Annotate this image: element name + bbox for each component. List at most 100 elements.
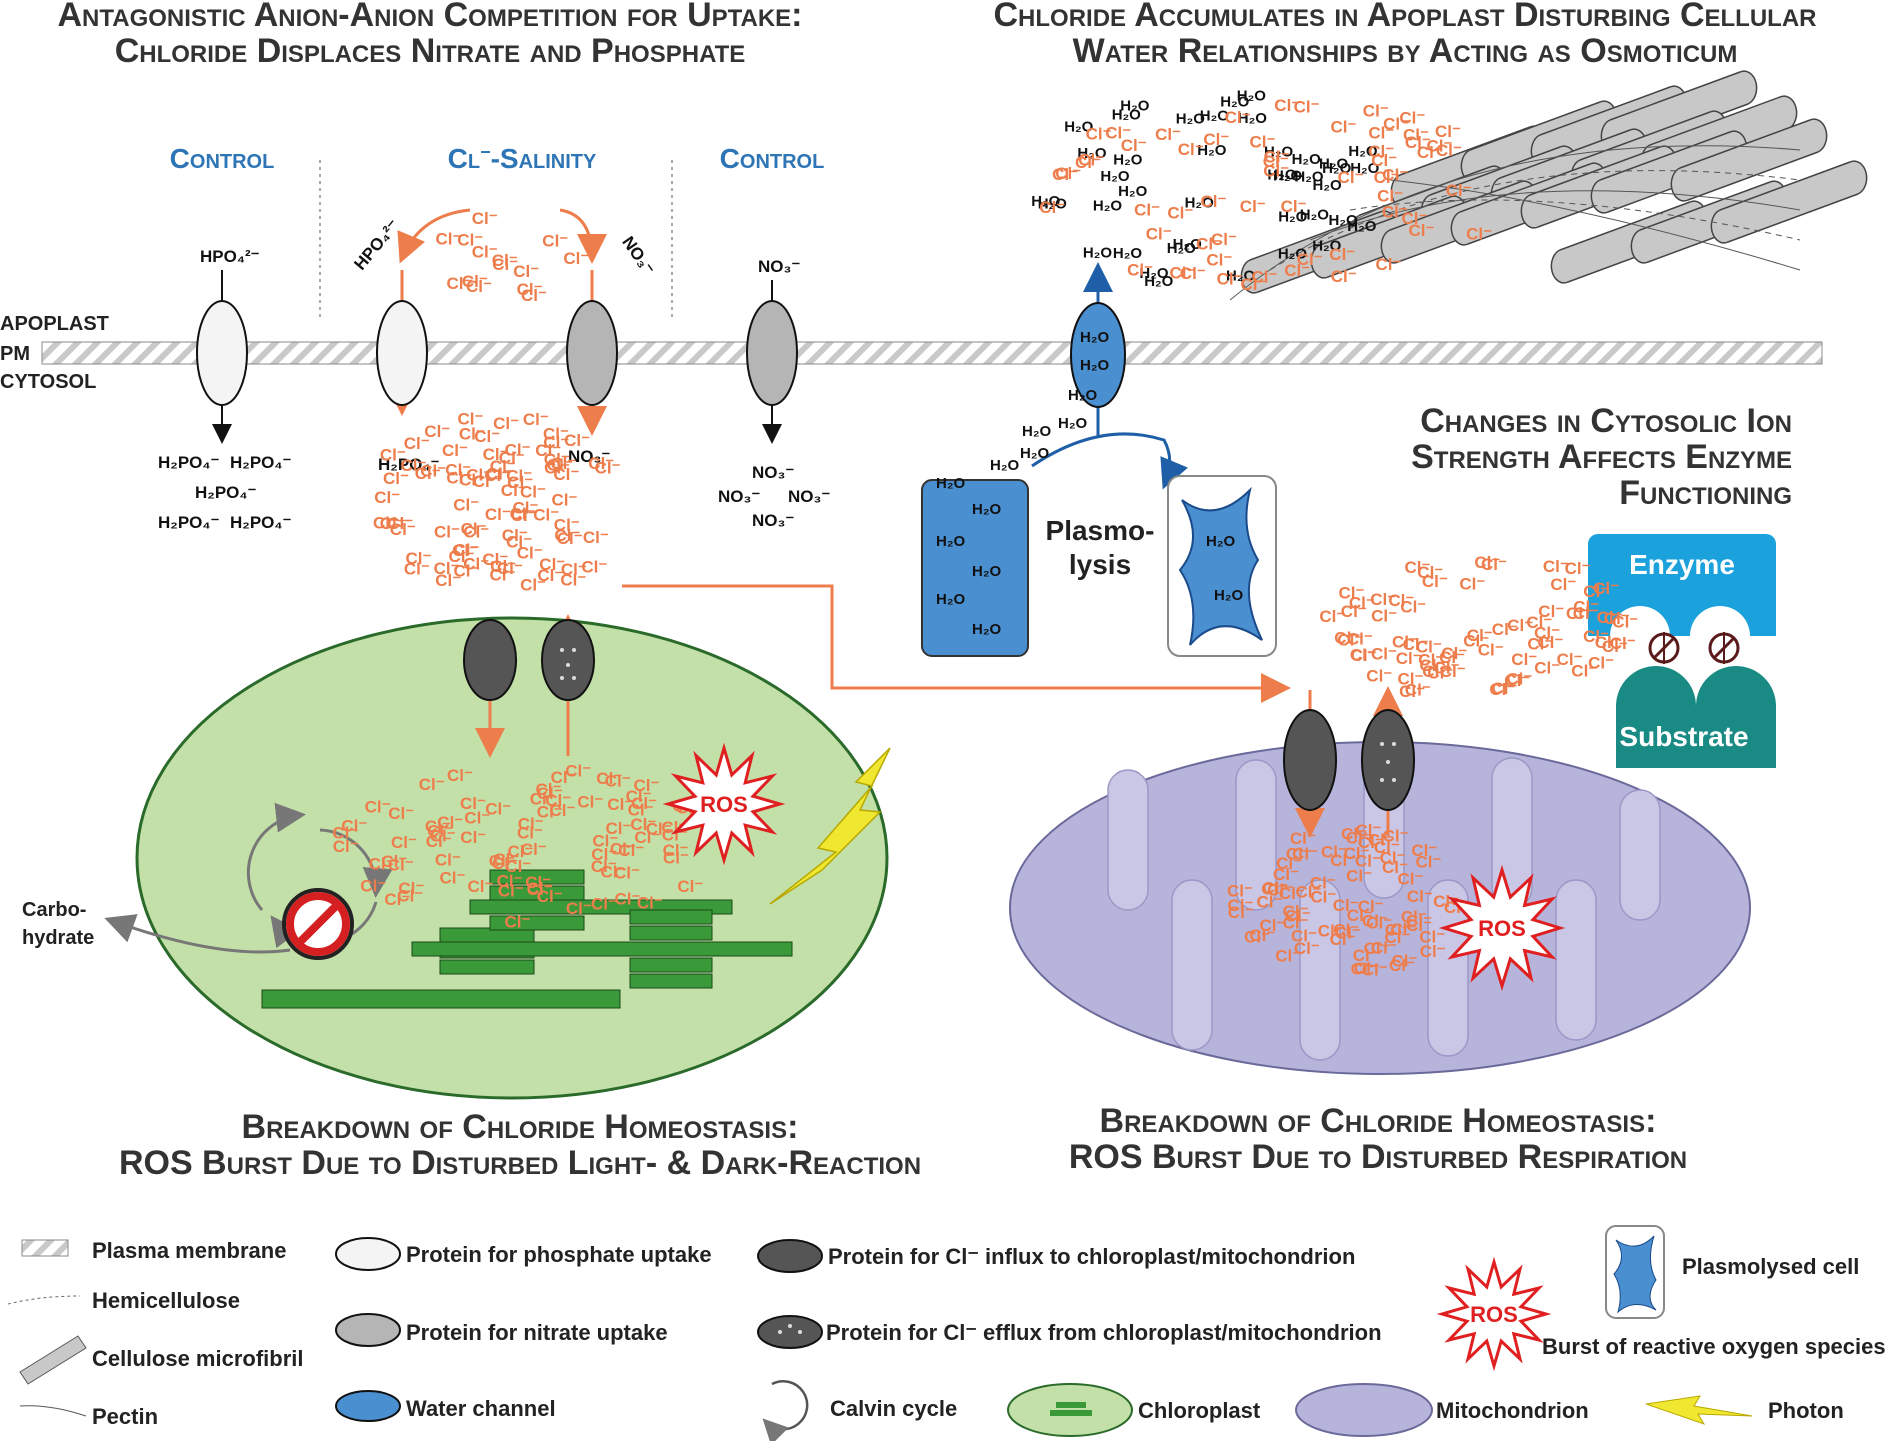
condition-control-right: Control <box>720 143 825 174</box>
chloride-ion: Cl⁻ <box>1321 843 1347 862</box>
chloride-ion: Cl⁻ <box>452 541 478 560</box>
chloride-ion: Cl⁻ <box>1291 927 1317 946</box>
svg-text:H₂O: H₂O <box>990 457 1019 474</box>
chloride-ion: Cl⁻ <box>1263 161 1289 180</box>
chloride-ion: Cl⁻ <box>631 794 657 813</box>
chloride-ion: Cl⁻ <box>1228 896 1254 915</box>
chloride-ion: Cl⁻ <box>1534 658 1560 677</box>
chloride-ion: Cl⁻ <box>1337 631 1363 650</box>
chloride-ion: Cl⁻ <box>1406 916 1432 935</box>
chloride-ion: Cl⁻ <box>1427 136 1453 155</box>
chloride-ion: Cl⁻ <box>505 913 531 932</box>
chloride-ion: Cl⁻ <box>420 462 446 481</box>
chloride-ion: Cl⁻ <box>1310 873 1336 892</box>
legend-phosphate-icon <box>335 1237 401 1271</box>
water-molecule: H₂O <box>1038 196 1067 213</box>
chloride-ion: Cl⁻ <box>1252 268 1278 287</box>
chloride-ion: Cl⁻ <box>434 522 460 541</box>
chloride-ion: Cl⁻ <box>502 526 528 545</box>
chloride-ion: Cl⁻ <box>1385 928 1411 947</box>
cl-arrow-to-nitrate <box>559 208 607 264</box>
chloride-ion: Cl⁻ <box>1127 261 1153 280</box>
chloride-ion: Cl⁻ <box>454 541 480 560</box>
chloride-ion: Cl⁻ <box>1474 553 1500 572</box>
svg-text:H₂O: H₂O <box>1214 587 1243 604</box>
chloride-ion: Cl⁻ <box>454 561 480 580</box>
chloride-ion: Cl⁻ <box>1403 635 1429 654</box>
no3-cluster: NO₃⁻ NO₃⁻ NO₃⁻ NO₃⁻ <box>718 463 830 530</box>
legend-water-channel: Water channel <box>406 1396 556 1421</box>
chloride-ion: Cl⁻ <box>1274 96 1300 115</box>
legend: Plasma membrane Hemicellulose Cellulose … <box>7 1225 1886 1441</box>
chloride-ion: Cl⁻ <box>466 277 492 296</box>
ros-burst-mito: ROS <box>1438 864 1566 992</box>
chloride-ion: Cl⁻ <box>1417 563 1443 582</box>
water-molecule: H₂O <box>1064 119 1093 136</box>
title-mito-line2: ROS Burst Due to Disturbed Respiration <box>1069 1138 1687 1176</box>
chloride-ion: Cl⁻ <box>560 571 586 590</box>
chloride-ion: Cl⁻ <box>1263 152 1289 171</box>
chloride-ion: Cl⁻ <box>462 272 488 291</box>
chloride-ion: Cl⁻ <box>472 209 498 228</box>
water-molecule: H₂O <box>1238 110 1267 127</box>
thylakoid-stacks <box>261 869 793 1009</box>
chloride-cluster-apoplast-right: Cl⁻Cl⁻Cl⁻Cl⁻Cl⁻Cl⁻Cl⁻Cl⁻Cl⁻Cl⁻Cl⁻Cl⁻Cl⁻C… <box>1039 96 1492 294</box>
chloride-ion: Cl⁻ <box>543 424 569 443</box>
chloride-ion: Cl⁻ <box>388 804 414 823</box>
plasma-membrane <box>41 341 1823 365</box>
chloride-ion: Cl⁻ <box>1217 269 1243 288</box>
chloride-ion: Cl⁻ <box>507 473 533 492</box>
chloride-ion: Cl⁻ <box>577 793 603 812</box>
chloride-ion: Cl⁻ <box>1285 906 1311 925</box>
chloride-ion: Cl⁻ <box>1211 230 1237 249</box>
svg-text:H₂O: H₂O <box>1080 329 1109 346</box>
chloride-ion: Cl⁻ <box>440 868 466 887</box>
chloride-ion: Cl⁻ <box>527 880 553 899</box>
chloride-ion: Cl⁻ <box>1446 181 1472 200</box>
ros-burst-chloroplast: ROS <box>662 742 786 866</box>
chloride-ion: Cl⁻ <box>565 761 591 780</box>
chloride-ion: Cl⁻ <box>1418 650 1444 669</box>
ion-no3-salinity: NO₃⁻ <box>618 233 658 279</box>
chloride-ion: Cl⁻ <box>533 505 559 524</box>
chloride-ion: Cl⁻ <box>1273 865 1299 884</box>
chloride-ion: Cl⁻ <box>464 809 490 828</box>
legend-ros-burst: Burst of reactive oxygen species <box>1542 1334 1886 1359</box>
chloride-ion: Cl⁻ <box>468 877 494 896</box>
chloride-ion: Cl⁻ <box>511 506 537 525</box>
water-in-channel: H₂O H₂O <box>1080 329 1109 374</box>
chloride-ion: Cl⁻ <box>415 464 441 483</box>
chloride-ion: Cl⁻ <box>1347 629 1373 648</box>
chloride-ion: Cl⁻ <box>383 469 409 488</box>
chloride-ion: Cl⁻ <box>426 832 452 851</box>
chloride-ion: Cl⁻ <box>1146 225 1172 244</box>
legend-cellulose: Cellulose microfibril <box>92 1346 304 1371</box>
chloride-ion: Cl⁻ <box>501 481 527 500</box>
chloride-ion: Cl⁻ <box>634 776 660 795</box>
legend-cl-influx: Protein for Cl⁻ influx to chloroplast/mi… <box>828 1244 1355 1269</box>
chloride-ion: Cl⁻ <box>1389 956 1415 975</box>
legend-nitrate-icon <box>335 1313 401 1347</box>
chloride-ion: Cl⁻ <box>1534 624 1560 643</box>
legend-mitochondrion: Mitochondrion <box>1436 1398 1589 1423</box>
chloride-ion: Cl⁻ <box>447 274 473 293</box>
water-in-turgid-cell: H₂O H₂O H₂O H₂O H₂O H₂O <box>936 475 1001 638</box>
cl-flow-to-mitochondrion <box>622 584 1291 703</box>
water-molecule: H₂O <box>1312 237 1341 254</box>
chloride-ion: Cl⁻ <box>1371 644 1397 663</box>
ion-h2po4-salinity: H₂PO₄⁻ <box>378 455 439 474</box>
chloride-ion: Cl⁻ <box>1557 650 1583 669</box>
chloride-ion: Cl⁻ <box>1416 638 1442 657</box>
water-molecule: H₂O <box>1348 143 1377 160</box>
water-molecule: H₂O <box>1237 88 1266 105</box>
photon-icon <box>769 747 891 905</box>
enzyme-label: Enzyme <box>1629 549 1735 580</box>
chloride-ion: Cl⁻ <box>1281 197 1307 216</box>
chloride-ion: Cl⁻ <box>561 560 587 579</box>
chloride-ion: Cl⁻ <box>1610 634 1636 653</box>
chloride-ion: Cl⁻ <box>1333 896 1359 915</box>
water-molecule: H₂O <box>1329 212 1358 229</box>
chloride-ion: Cl⁻ <box>564 431 590 450</box>
chloride-ion: Cl⁻ <box>1504 671 1530 690</box>
chloride-ion: Cl⁻ <box>566 899 592 918</box>
